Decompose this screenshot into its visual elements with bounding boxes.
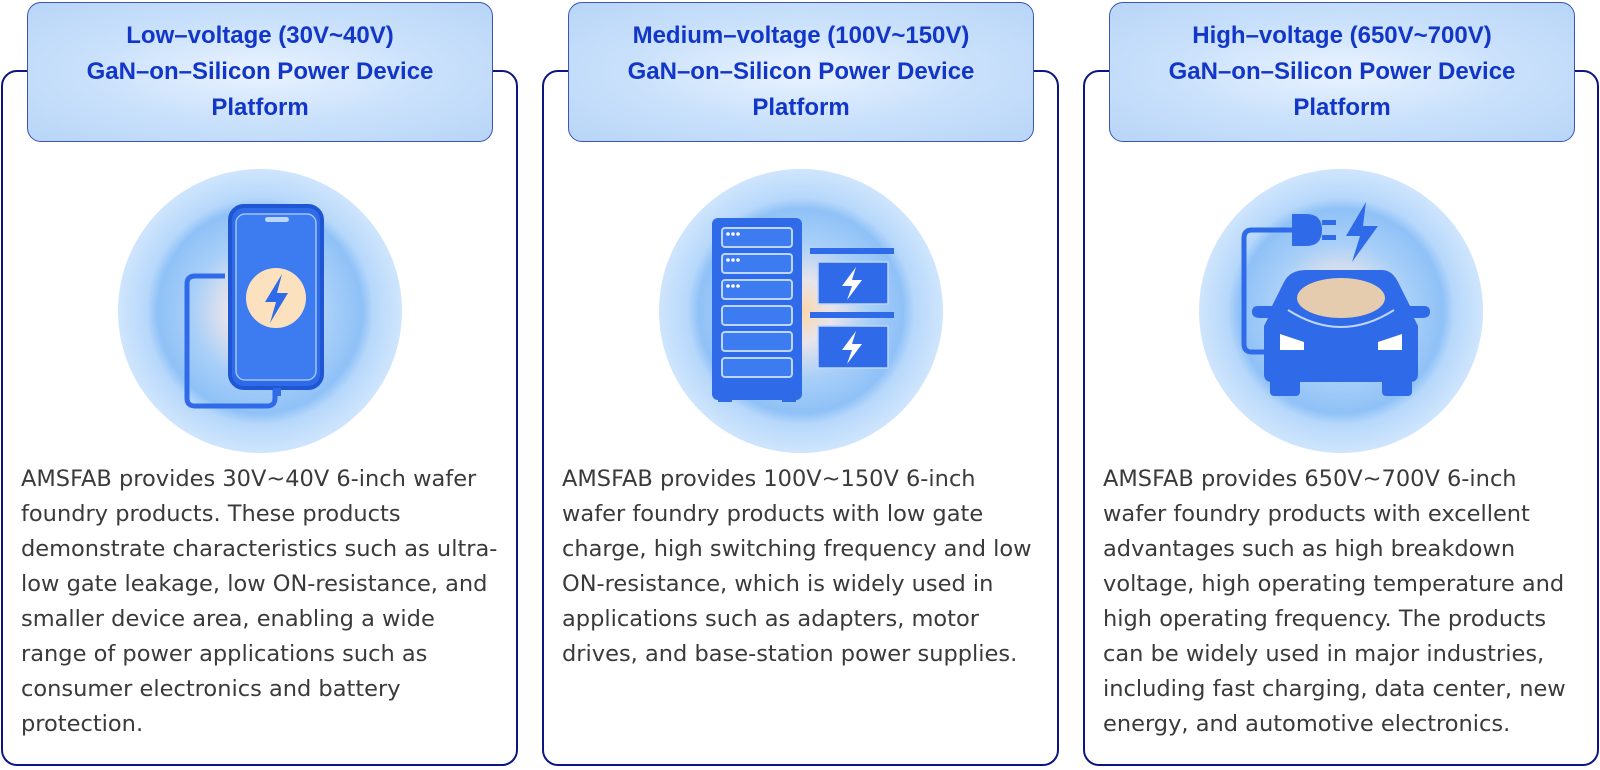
- card-title-line: Low–voltage (30V~40V): [126, 22, 394, 49]
- card-title-line: GaN–on–Silicon Power Device: [627, 58, 975, 85]
- card-description: AMSFAB provides 100V~150V 6-inch wafer f…: [562, 466, 1032, 667]
- smartphone-charging-icon: [115, 166, 405, 456]
- server-rack-power-icon: [656, 166, 946, 456]
- card-description: AMSFAB provides 30V~40V 6-inch wafer fou…: [21, 466, 498, 737]
- card-title-line: Medium–voltage (100V~150V): [632, 22, 970, 49]
- platform-card-low-voltage: Low–voltage (30V~40V) GaN–on–Silicon Pow…: [1, 2, 518, 766]
- card-title-line: Platform: [1293, 94, 1391, 121]
- card-description: AMSFAB provides 650V~700V 6-inch wafer f…: [1103, 466, 1566, 737]
- electric-car-charging-icon: [1196, 166, 1486, 456]
- card-title-tab: Medium–voltage (100V~150V) GaN–on–Silico…: [568, 2, 1034, 142]
- card-title-line: Platform: [211, 94, 309, 121]
- platform-card-medium-voltage: Medium–voltage (100V~150V) GaN–on–Silico…: [542, 2, 1059, 766]
- card-title-tab: Low–voltage (30V~40V) GaN–on–Silicon Pow…: [27, 2, 493, 142]
- card-title-line: High–voltage (650V~700V): [1192, 22, 1492, 49]
- card-title-line: Platform: [752, 94, 850, 121]
- card-title-line: GaN–on–Silicon Power Device: [1168, 58, 1516, 85]
- card-title-line: GaN–on–Silicon Power Device: [86, 58, 434, 85]
- platform-card-high-voltage: High–voltage (650V~700V) GaN–on–Silicon …: [1083, 2, 1599, 766]
- card-title-tab: High–voltage (650V~700V) GaN–on–Silicon …: [1109, 2, 1575, 142]
